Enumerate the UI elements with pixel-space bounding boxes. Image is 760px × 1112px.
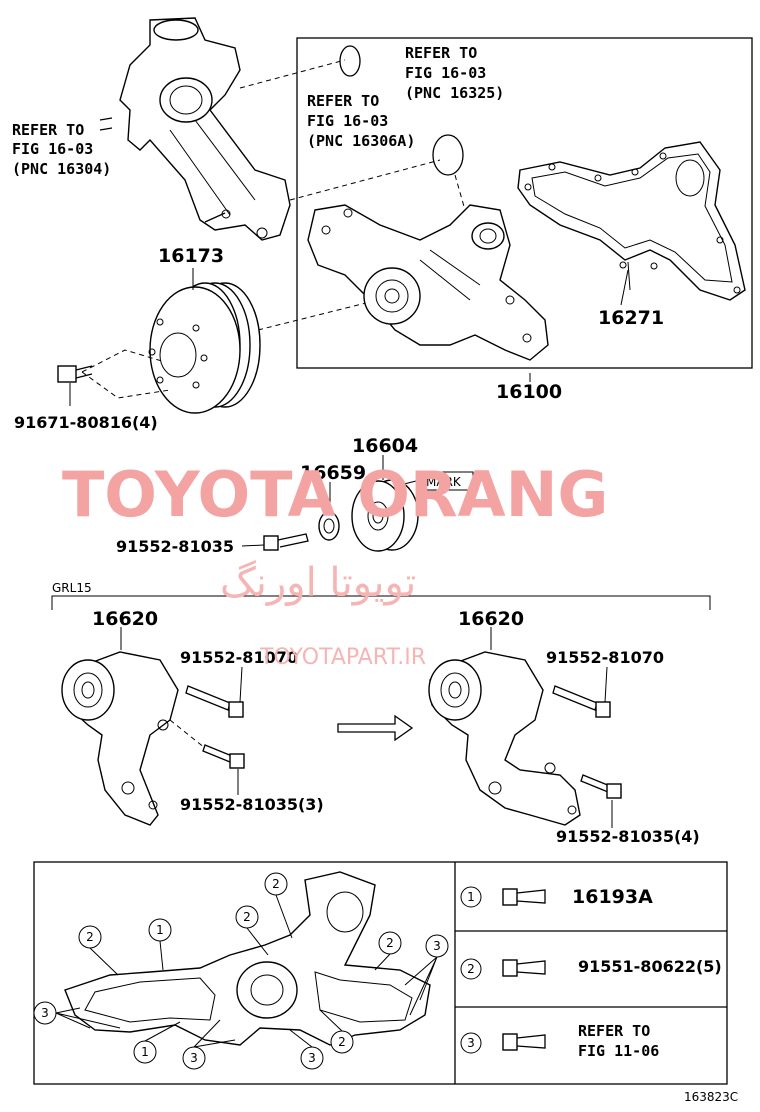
pulley: [148, 282, 261, 414]
svg-text:3: 3: [467, 1036, 475, 1050]
callout-3-d: 3: [300, 1046, 324, 1070]
watermark-main: TOYOTA ORANG: [62, 458, 608, 531]
svg-text:2: 2: [243, 910, 251, 924]
svg-text:MARK: MARK: [426, 475, 462, 489]
callout-2-c: 2: [78, 925, 102, 949]
legend-row-2: 2 91551-80622(5): [460, 957, 722, 980]
callout-3-a: 3: [425, 934, 449, 958]
label-91552-81070-right: 91552-81070: [546, 648, 664, 667]
svg-text:1: 1: [141, 1045, 149, 1059]
svg-text:2: 2: [272, 877, 280, 891]
watermark-farsi: تویوتا اورنگ: [220, 560, 416, 606]
svg-text:FIG 11-06: FIG 11-06: [578, 1042, 659, 1060]
ref-pnc-16306a: REFER TO FIG 16-03 (PNC 16306A): [307, 92, 415, 150]
label-91552-81035-3: 91552-81035(3): [180, 795, 324, 814]
o-ring-small: [339, 45, 361, 77]
callout-2-e: 2: [330, 1030, 354, 1054]
bolt-81035-left: [202, 744, 245, 769]
svg-text:(PNC 16304): (PNC 16304): [12, 160, 111, 178]
label-91552-81035: 91552-81035: [116, 537, 234, 556]
label-16271: 16271: [598, 307, 664, 329]
svg-text:2: 2: [467, 962, 475, 976]
svg-text:(PNC 16306A): (PNC 16306A): [307, 132, 415, 150]
callout-3-c: 3: [182, 1046, 206, 1070]
svg-text:3: 3: [308, 1051, 316, 1065]
svg-text:REFER TO: REFER TO: [307, 92, 379, 110]
o-ring-large: [432, 134, 464, 176]
svg-text:2: 2: [86, 930, 94, 944]
bolt-81070-left: [185, 685, 244, 718]
svg-text:1: 1: [467, 890, 475, 904]
svg-text:2: 2: [386, 936, 394, 950]
callout-1-b: 1: [133, 1040, 157, 1064]
label-16659: 16659: [300, 462, 366, 484]
watermark-site: TOYOTAPART.IR: [259, 645, 426, 670]
water-inlet-housing: [99, 17, 291, 241]
svg-text:(PNC 16325): (PNC 16325): [405, 84, 504, 102]
svg-text:REFER TO: REFER TO: [12, 121, 84, 139]
tensioner-right: [428, 651, 581, 826]
svg-text:16193A: 16193A: [572, 886, 653, 908]
plate-washer: [318, 511, 340, 541]
figure-code: 163823C: [684, 1090, 738, 1104]
svg-text:1: 1: [156, 923, 164, 937]
idler-pulley: [351, 479, 419, 552]
callout-2-d: 2: [378, 931, 402, 955]
label-16173: 16173: [158, 245, 224, 267]
bolt-81070-right: [552, 685, 611, 718]
water-pump: [307, 204, 549, 361]
svg-text:FIG 16-03: FIG 16-03: [405, 64, 486, 82]
callout-1-a: 1: [148, 918, 172, 942]
svg-text:3: 3: [41, 1006, 49, 1020]
bolt-idler: [263, 533, 309, 551]
bolt-location-frame: [33, 861, 728, 1085]
callout-3-b: 3: [33, 1001, 57, 1025]
label-91552-81035-4: 91552-81035(4): [556, 827, 700, 846]
bolt-location-gasket: [64, 871, 431, 1046]
tensioner-left: [61, 651, 179, 826]
legend-row-1: 1 16193A: [460, 886, 653, 908]
legend-row-3: 3 REFER TO FIG 11-06: [460, 1022, 659, 1060]
change-arrow: [337, 714, 414, 742]
label-16100: 16100: [496, 381, 562, 403]
svg-text:FIG 16-03: FIG 16-03: [307, 112, 388, 130]
label-grl15: GRL15: [52, 581, 92, 595]
svg-text:2: 2: [338, 1035, 346, 1049]
label-16620-left: 16620: [92, 608, 158, 630]
bolt-91671: [57, 365, 93, 383]
callouts: 2 2 1 2 2 3 3 1 3 3 2: [33, 872, 449, 1070]
callout-2-b: 2: [235, 905, 259, 929]
svg-text:91551-80622(5): 91551-80622(5): [578, 957, 722, 976]
label-91552-81070-left: 91552-81070: [180, 648, 298, 667]
label-91671-80816: 91671-80816(4): [14, 413, 158, 432]
ref-pnc-16325: REFER TO FIG 16-03 (PNC 16325): [405, 44, 504, 102]
svg-text:REFER TO: REFER TO: [405, 44, 477, 62]
ref-pnc-16304: REFER TO FIG 16-03 (PNC 16304): [12, 121, 111, 178]
svg-text:3: 3: [190, 1051, 198, 1065]
svg-text:3: 3: [433, 939, 441, 953]
label-16620-right: 16620: [458, 608, 524, 630]
water-pump-frame: [296, 37, 753, 369]
svg-text:FIG 16-03: FIG 16-03: [12, 140, 93, 158]
mark-box: MARK: [420, 471, 474, 491]
gasket: [517, 141, 746, 301]
label-16604: 16604: [352, 435, 418, 457]
callout-2-a: 2: [264, 872, 288, 896]
svg-text:REFER TO: REFER TO: [578, 1022, 650, 1040]
bolt-81035-right: [580, 774, 622, 799]
